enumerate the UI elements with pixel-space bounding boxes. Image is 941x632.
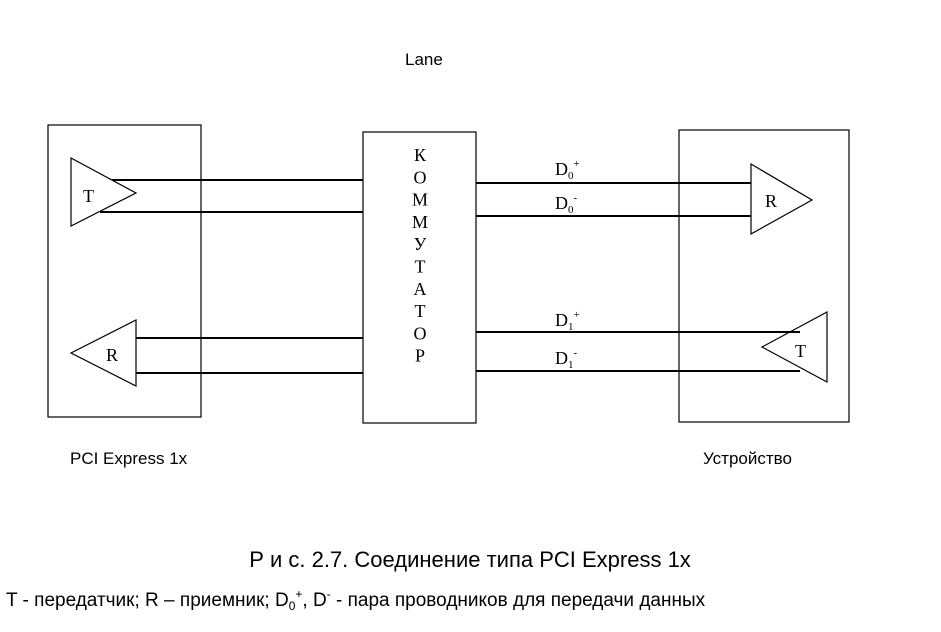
device-label: Устройство [703,449,792,468]
figure-caption-legend: T - передатчик; R – приемник; D0+, D- - … [6,587,706,613]
right-transmitter-label: T [795,341,806,361]
switch-letter: Т [415,301,426,321]
lane-label: Lane [405,50,443,69]
switch-letter: У [414,234,427,254]
switch-letter: Р [415,346,425,366]
left-transmitter-label: T [83,186,94,206]
pci-express-label: PCI Express 1x [70,449,188,468]
signal-d1-plus: D1+ [555,309,580,333]
switch-block [362,131,477,424]
signal-d0-minus: D0- [555,192,578,216]
left-transmitter-triangle [70,156,138,227]
left-receiver-label: R [106,345,118,365]
left-receiver-triangle [69,319,137,387]
device-block [678,129,850,423]
figure-caption-title: Р и с. 2.7. Соединение типа PCI Express … [249,547,691,572]
signal-d1-minus: D1- [555,347,578,371]
right-transmitter-triangle [760,310,828,384]
right-receiver-label: R [765,191,777,211]
pci-express-block [47,124,202,418]
switch-letter: А [414,279,427,299]
switch-letter: О [414,323,427,343]
switch-letter: О [414,167,427,187]
switch-letter: М [412,212,428,232]
right-receiver-triangle [750,162,814,236]
switch-letter: К [414,145,427,165]
signal-d0-plus: D0+ [555,158,580,182]
switch-letter: М [412,190,428,210]
switch-letter: Т [415,257,426,277]
